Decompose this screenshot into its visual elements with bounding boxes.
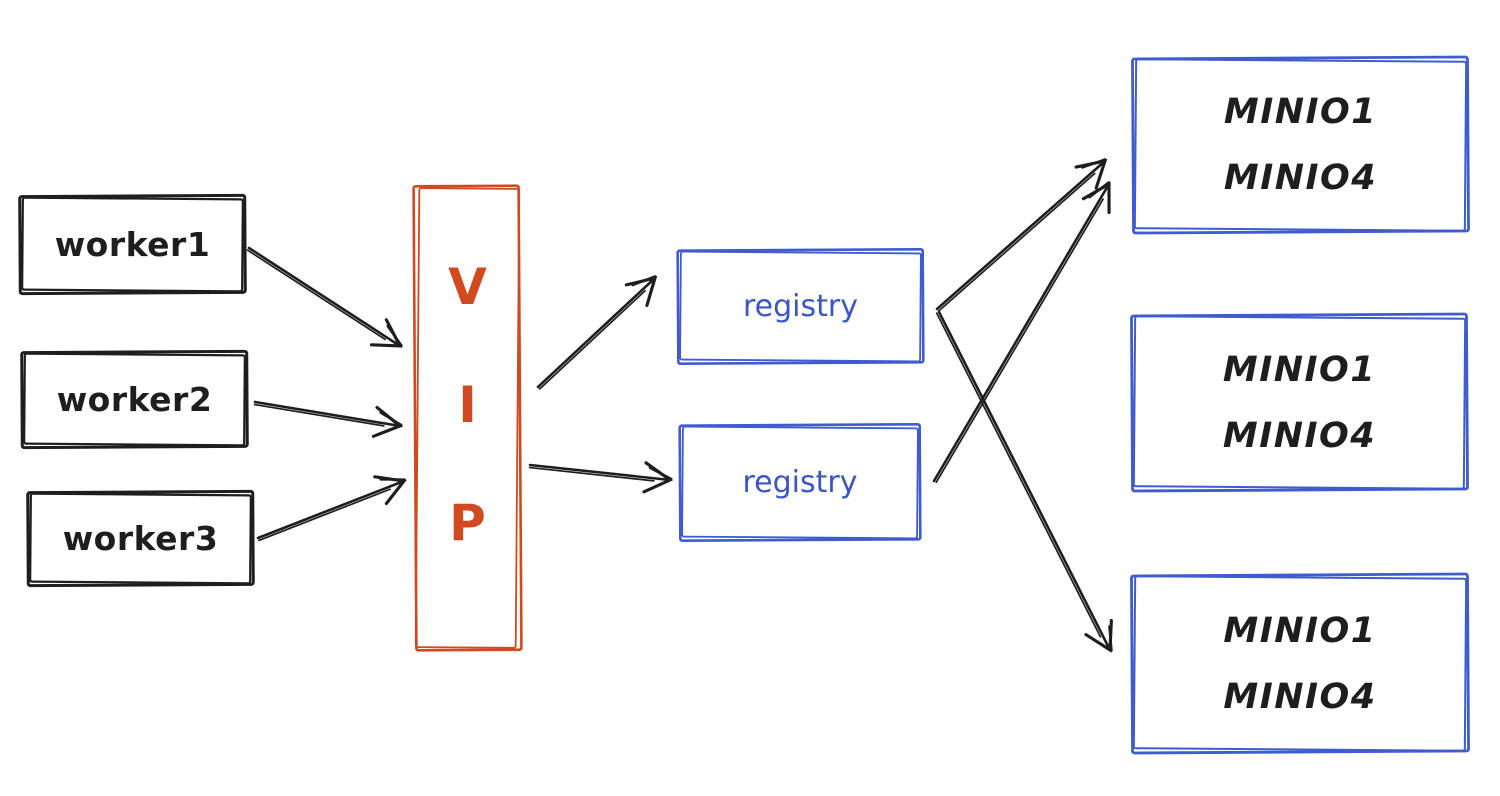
edge-registry1-to-minio-bottom-sketch [935, 312, 1102, 638]
edge-registry1-to-minio-top-sketch [937, 172, 1096, 312]
edge-vip-to-registry1-sketch [538, 289, 646, 390]
edge-worker2-to-vip [253, 400, 404, 438]
node-registry1-border-sketch [679, 250, 922, 363]
edge-registry1-to-minio-top [935, 158, 1108, 311]
edge-registry2-to-minio-top-sketch [935, 198, 1104, 484]
edges-layer [246, 158, 1113, 653]
edge-worker3-to-vip [256, 475, 407, 540]
node-registry1-border [676, 247, 925, 366]
node-registry2-border [678, 422, 922, 543]
node-worker1-border-sketch [21, 196, 244, 293]
node-minio-bottom-border-sketch [1132, 575, 1468, 752]
nodes-layer [18, 55, 1470, 755]
node-minio-top-border [1131, 55, 1470, 235]
edge-vip-to-registry2 [528, 461, 674, 494]
edge-vip-to-registry2-sketch [528, 466, 655, 482]
node-minio-top-border-sketch [1133, 58, 1468, 232]
edge-vip-to-registry1 [536, 275, 658, 389]
edge-worker1-to-vip-sketch [246, 249, 387, 341]
node-worker2-border [20, 349, 249, 450]
node-worker3-border-sketch [29, 492, 252, 585]
edge-worker1-to-vip [247, 246, 403, 348]
node-minio-bottom-border [1130, 572, 1470, 755]
node-worker1-border [18, 193, 247, 296]
node-minio-middle-border [1130, 312, 1469, 493]
edge-worker2-to-vip-sketch [253, 403, 385, 427]
edge-registry1-to-minio-bottom [937, 310, 1113, 653]
edge-worker3-to-vip-sketch [258, 488, 391, 542]
node-minio-middle-border-sketch [1132, 315, 1467, 490]
node-vip-border [412, 184, 523, 652]
node-worker2-border-sketch [23, 352, 246, 447]
edge-registry2-to-minio-top [932, 181, 1111, 483]
node-vip-border-sketch [414, 187, 521, 649]
node-worker3-border [26, 489, 255, 588]
node-registry2-border-sketch [681, 425, 919, 540]
